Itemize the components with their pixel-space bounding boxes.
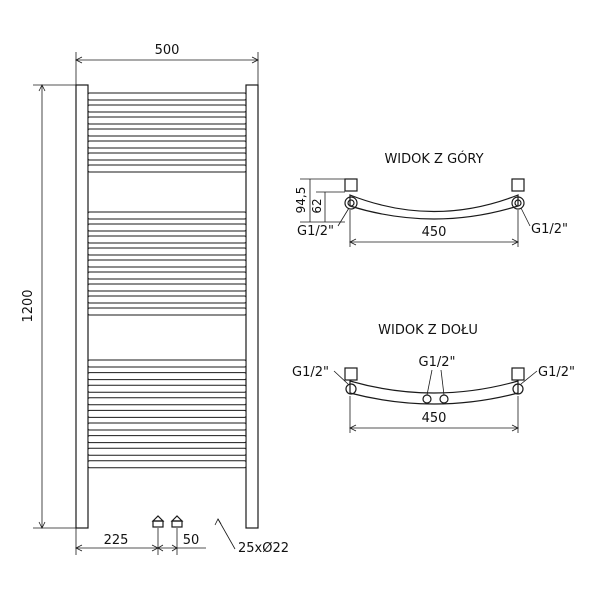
heating-tube [87, 164, 247, 173]
top-right-connection-label: G1/2" [531, 222, 568, 237]
heating-tube [87, 295, 247, 304]
leader-line [520, 370, 538, 385]
bottom-right-valve [511, 367, 525, 395]
heating-tube [87, 152, 247, 161]
heating-tube [87, 247, 247, 256]
heating-tube [87, 128, 247, 137]
bottom-view: WIDOK Z DOŁU G1/2" G1/2" G1/2" 450 [292, 323, 575, 433]
bottom-left-valve [344, 367, 358, 395]
heating-tube [87, 92, 247, 101]
bottom-right-connection-label: G1/2" [538, 365, 575, 380]
arrow-head [349, 238, 357, 246]
top-left-valve [344, 178, 358, 210]
bottom-width-label: 450 [422, 411, 447, 426]
heating-tube [87, 359, 247, 368]
bottom-left-connection-label: G1/2" [292, 365, 329, 380]
depth-label: 94,5 [294, 187, 308, 214]
leader-line [333, 370, 349, 385]
front-view: 500 1200 225 50 25xØ22 [21, 43, 289, 556]
depth2-label: 62 [310, 198, 324, 213]
right-rail [245, 84, 259, 529]
bottom-center-connection-label: G1/2" [419, 355, 456, 370]
top-view: WIDOK Z GÓRY 94,5 62 G1/2" G1/2" [294, 151, 568, 247]
heating-tube [87, 307, 247, 316]
heating-tube [87, 384, 247, 393]
arrow-head [157, 544, 164, 552]
heating-tube [87, 409, 247, 418]
arrow-head [38, 521, 46, 529]
arrow-head [75, 56, 83, 64]
heating-tube [87, 447, 247, 456]
top-right-valve [511, 178, 525, 210]
spacing-label: 50 [183, 533, 200, 548]
left-rail [75, 84, 89, 529]
arrow-head [171, 544, 178, 552]
bottom-connector-right [170, 515, 184, 528]
heating-tube [87, 271, 247, 280]
leader-line [440, 369, 445, 396]
heating-tube [87, 235, 247, 244]
bottom-connector-left [151, 515, 165, 528]
heating-tubes [87, 92, 247, 469]
top-view-title: WIDOK Z GÓRY [384, 151, 483, 167]
heating-tube [87, 140, 247, 149]
bottom-inlet-left [422, 394, 432, 404]
arrow-head [38, 84, 46, 92]
heating-tube [87, 397, 247, 406]
heating-tube [87, 372, 247, 381]
width-label: 500 [155, 43, 180, 58]
leader-line [337, 207, 350, 227]
bottom-inlet-right [439, 394, 449, 404]
heating-tube [87, 460, 247, 469]
heating-tube [87, 435, 247, 444]
height-label: 1200 [21, 289, 36, 322]
tube-label: 25xØ22 [238, 541, 289, 556]
top-left-connection-label: G1/2" [297, 224, 334, 239]
heating-tube [87, 259, 247, 268]
heating-tube [87, 283, 247, 292]
leader-line [520, 207, 531, 227]
arrow-head [214, 518, 222, 526]
heating-tube [87, 116, 247, 125]
heating-tube [87, 104, 247, 113]
bottom-view-body [349, 380, 519, 405]
heating-tube [87, 223, 247, 232]
heating-tube [87, 211, 247, 220]
top-width-label: 450 [422, 225, 447, 240]
offset-label: 225 [104, 533, 129, 548]
top-view-body [349, 194, 519, 220]
leader-line [426, 369, 433, 396]
bottom-view-title: WIDOK Z DOŁU [378, 323, 478, 338]
arrow-head [511, 424, 519, 432]
heating-tube [87, 422, 247, 431]
arrow-head [349, 424, 357, 432]
arrow-head [511, 238, 519, 246]
arrow-head [251, 56, 259, 64]
arrow-head [75, 544, 83, 552]
